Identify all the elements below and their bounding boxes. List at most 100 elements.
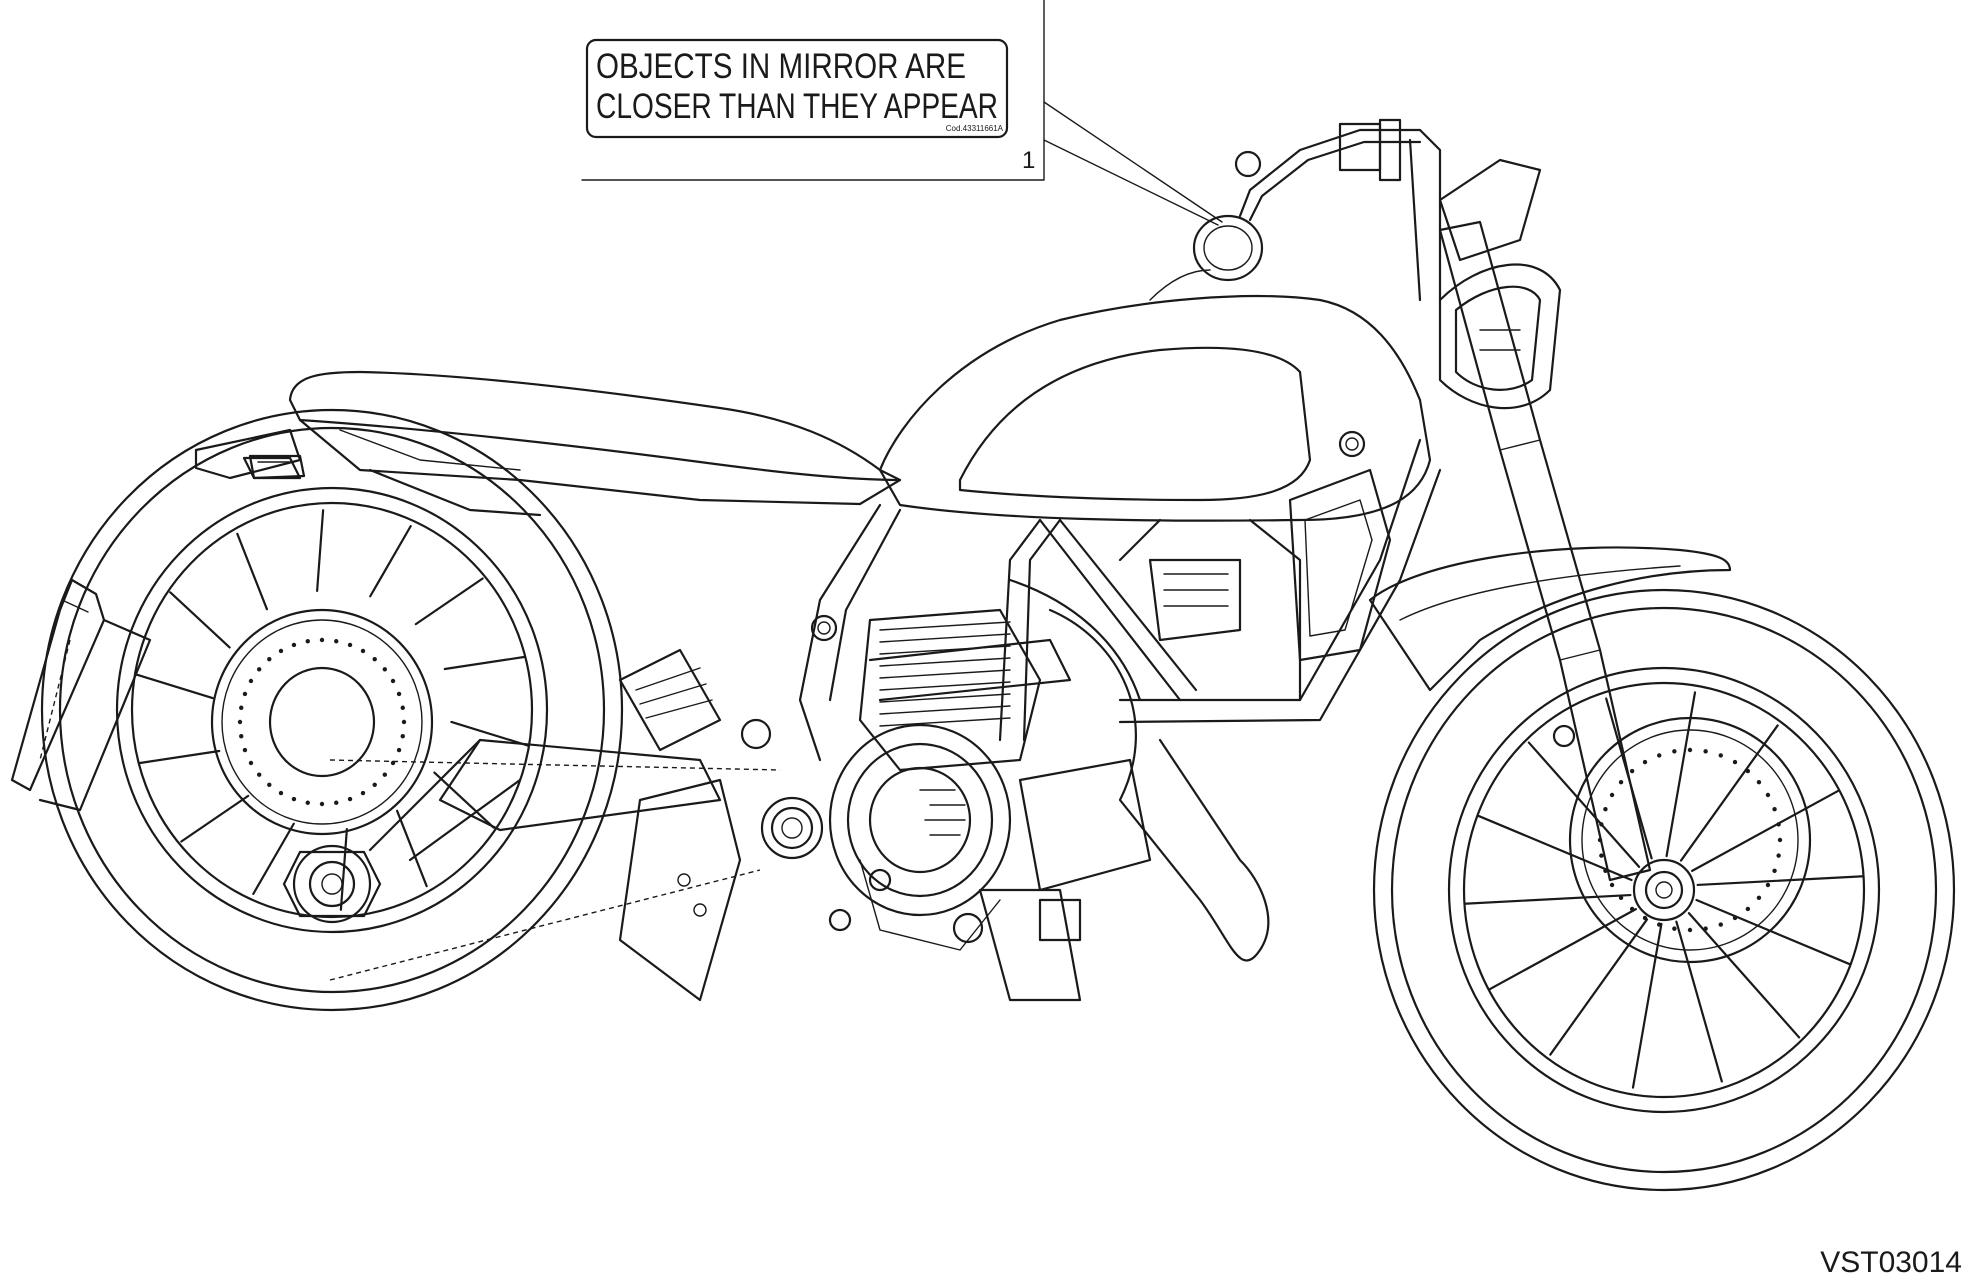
- disc-hole: [1642, 759, 1648, 765]
- wheel-spoke: [180, 794, 250, 843]
- label-line-2: CLOSER THAN THEY APPEAR: [596, 87, 998, 126]
- front-fork: [1438, 220, 1652, 882]
- disc-hole: [347, 642, 353, 648]
- rear-turn-signal: [242, 456, 302, 480]
- wheel-spoke: [1687, 912, 1801, 1039]
- rear-wheel: [40, 408, 624, 1012]
- disc-hole: [267, 782, 272, 788]
- wheel-spoke: [138, 749, 221, 765]
- disc-hole: [1603, 807, 1608, 812]
- wheel-spoke: [369, 525, 412, 598]
- disc-hole: [239, 705, 244, 710]
- wheel-spoke: [1489, 908, 1637, 991]
- drive-chain: [329, 759, 781, 981]
- wheel-spoke: [1665, 691, 1697, 858]
- wheel-spoke: [236, 532, 269, 611]
- disc-hole: [1618, 779, 1624, 785]
- motorcycle-drawing: [10, 118, 1956, 1192]
- disc-hole: [1732, 915, 1738, 921]
- callout-number: 1: [1022, 147, 1035, 174]
- disc-hole: [237, 719, 243, 725]
- disc-hole: [1772, 868, 1777, 873]
- disc-hole: [1672, 749, 1677, 754]
- front-brake-disc: [1568, 716, 1812, 964]
- wheel-spoke: [1691, 789, 1839, 872]
- disc-hole: [1756, 895, 1762, 901]
- disc-hole: [372, 656, 377, 662]
- wheel-spoke: [339, 827, 348, 911]
- disc-hole: [1642, 915, 1648, 921]
- disc-hole: [319, 801, 325, 807]
- exhaust: [1008, 578, 1270, 962]
- disc-hole: [1687, 747, 1693, 753]
- disc-hole: [239, 734, 244, 739]
- disc-hole: [1599, 822, 1604, 827]
- disc-hole: [382, 667, 388, 672]
- label-part-code: Cod.43311661A: [946, 124, 1004, 133]
- disc-hole: [400, 705, 405, 710]
- disc-hole: [372, 782, 377, 788]
- side-panels: [1148, 468, 1392, 662]
- disc-hole: [347, 796, 353, 802]
- drawing-code: VST03014: [1820, 1246, 1962, 1279]
- disc-hole: [1732, 759, 1738, 765]
- disc-hole: [242, 747, 248, 753]
- disc-hole: [360, 648, 366, 654]
- disc-hole: [334, 800, 339, 805]
- engine-fin: [879, 669, 1011, 679]
- wheel-spoke: [414, 577, 484, 626]
- fuel-tank: [878, 269, 1432, 522]
- swingarm: [368, 738, 824, 862]
- wheel-spoke: [1696, 875, 1865, 887]
- engine-fin: [879, 621, 1011, 631]
- engine-fin: [879, 657, 1011, 667]
- disc-hole: [1776, 853, 1781, 858]
- disc-hole: [1609, 792, 1615, 798]
- disc-hole: [1657, 753, 1662, 758]
- callout-leader: 1: [581, 0, 1223, 226]
- label-border: [585, 38, 1009, 139]
- disc-hole: [1672, 926, 1677, 931]
- disc-hole: [1687, 927, 1693, 933]
- disc-hole: [382, 772, 388, 777]
- disc-hole: [360, 790, 366, 796]
- disc-hole: [291, 642, 297, 648]
- disc-hole: [1599, 853, 1604, 858]
- frame: [798, 438, 1442, 762]
- rear-tail: [194, 428, 306, 480]
- mirror-warning-label: OBJECTS IN MIRROR ARE CLOSER THAN THEY A…: [585, 38, 1009, 139]
- front-mudguard: [1368, 546, 1732, 692]
- wheel-spoke: [169, 591, 231, 649]
- disc-hole: [256, 667, 262, 672]
- engine: [770, 608, 1152, 1002]
- clutch-cover: [828, 723, 1012, 917]
- disc-hole: [242, 691, 248, 697]
- disc-hole: [1772, 807, 1777, 812]
- wheel-spoke: [1463, 893, 1632, 905]
- disc-hole: [1776, 822, 1781, 827]
- engine-fin: [879, 705, 1011, 715]
- wheel-spoke: [252, 822, 295, 895]
- engine-fin: [879, 633, 1011, 643]
- rear-plate-holder: [10, 578, 152, 812]
- disc-hole: [291, 796, 297, 802]
- disc-hole: [1765, 792, 1771, 798]
- disc-hole: [319, 637, 325, 643]
- disc-hole: [1629, 768, 1635, 774]
- disc-hole: [1718, 922, 1723, 927]
- disc-hole: [256, 772, 262, 777]
- wheel-spoke: [450, 720, 530, 747]
- engine-fin: [879, 717, 1011, 727]
- disc-hole: [267, 656, 272, 662]
- wheel-spoke: [395, 809, 428, 888]
- disc-hole: [278, 648, 284, 654]
- disc-hole: [248, 760, 254, 766]
- disc-hole: [1618, 895, 1624, 901]
- disc-hole: [305, 639, 310, 644]
- wheel-spoke: [1679, 724, 1779, 862]
- label-line-1: OBJECTS IN MIRROR ARE: [596, 47, 966, 86]
- seat: [288, 370, 902, 517]
- disc-hole: [1629, 906, 1635, 912]
- disc-hole: [1703, 926, 1708, 931]
